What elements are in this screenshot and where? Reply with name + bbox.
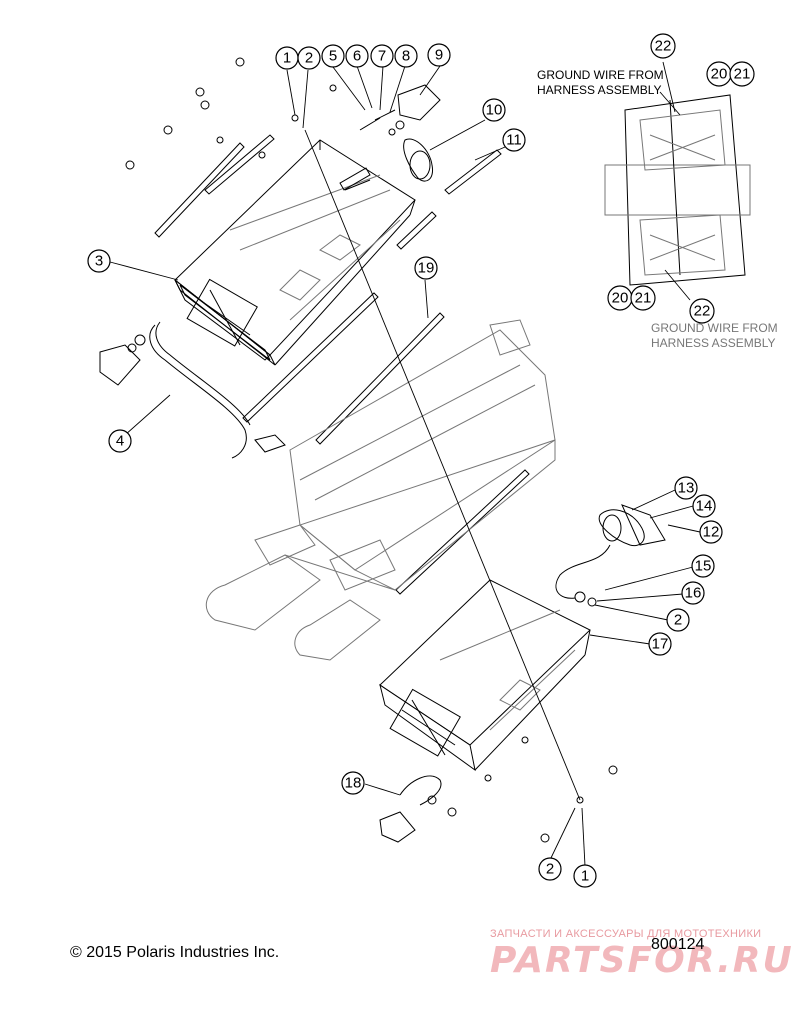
svg-text:1: 1 bbox=[283, 50, 291, 67]
callout-13: 13 bbox=[674, 476, 698, 500]
chassis-frame bbox=[205, 319, 556, 661]
callout-21-bottom: 21 bbox=[630, 285, 656, 311]
svg-text:17: 17 bbox=[652, 636, 669, 653]
callout-2-top: 2 bbox=[297, 46, 321, 70]
callout-2-right: 2 bbox=[666, 608, 690, 632]
svg-text:2: 2 bbox=[546, 861, 554, 878]
svg-text:8: 8 bbox=[402, 48, 410, 65]
callout-14: 14 bbox=[692, 494, 716, 518]
callout-22-bottom: 22 bbox=[689, 298, 715, 324]
callout-20-top: 20 bbox=[706, 61, 732, 87]
callout-21-top: 21 bbox=[729, 61, 755, 87]
callout-15: 15 bbox=[691, 554, 715, 578]
lower-bolts bbox=[447, 736, 618, 843]
callout-17: 17 bbox=[648, 632, 672, 656]
callout-6: 6 bbox=[345, 44, 369, 68]
upper-connector-group bbox=[359, 84, 441, 182]
upper-battery-assembly bbox=[174, 139, 416, 366]
callout-1-bottom: 1 bbox=[573, 864, 597, 888]
ground-inset: GROUND WIRE FROM HARNESS ASSEMBLY GROUND… bbox=[537, 61, 778, 350]
callout-18: 18 bbox=[341, 771, 365, 795]
svg-text:15: 15 bbox=[695, 558, 712, 575]
callout-2-bottom: 2 bbox=[538, 857, 562, 881]
diagram-number: 800124 bbox=[651, 936, 705, 953]
callout-5: 5 bbox=[321, 44, 345, 68]
svg-text:20: 20 bbox=[711, 66, 728, 83]
svg-text:18: 18 bbox=[345, 775, 362, 792]
svg-text:21: 21 bbox=[734, 66, 751, 83]
svg-text:10: 10 bbox=[486, 102, 503, 119]
ground-note-top-line1: GROUND WIRE FROM bbox=[537, 68, 664, 82]
svg-text:4: 4 bbox=[116, 433, 124, 450]
svg-text:6: 6 bbox=[353, 48, 361, 65]
svg-text:19: 19 bbox=[418, 260, 435, 277]
ground-note-bottom-line1: GROUND WIRE FROM bbox=[651, 321, 778, 335]
left-cable bbox=[99, 321, 286, 459]
lower-battery-assembly bbox=[379, 579, 591, 772]
svg-text:3: 3 bbox=[95, 253, 103, 270]
callout-12: 12 bbox=[699, 520, 723, 544]
callout-22-top: 22 bbox=[650, 33, 676, 59]
svg-text:21: 21 bbox=[635, 290, 652, 307]
svg-text:1: 1 bbox=[581, 868, 589, 885]
svg-text:20: 20 bbox=[612, 290, 629, 307]
svg-text:22: 22 bbox=[655, 38, 672, 55]
ground-note-top-line2: HARNESS ASSEMBLY bbox=[537, 83, 662, 97]
callout-3: 3 bbox=[87, 249, 111, 273]
callout-9: 9 bbox=[427, 43, 451, 67]
svg-text:16: 16 bbox=[685, 585, 702, 602]
upper-strips bbox=[154, 134, 530, 595]
callout-4: 4 bbox=[108, 429, 132, 453]
svg-text:2: 2 bbox=[674, 612, 682, 629]
watermark-logo: PARTSFOR.RU bbox=[490, 940, 794, 981]
watermark-caption: ЗАПЧАСТИ И АКСЕССУАРЫ ДЛЯ МОТОТЕХНИКИ bbox=[490, 928, 762, 940]
callout-8: 8 bbox=[394, 44, 418, 68]
callout-11: 11 bbox=[502, 128, 526, 152]
svg-text:22: 22 bbox=[694, 303, 711, 320]
callout-20-bottom: 20 bbox=[607, 285, 633, 311]
svg-text:5: 5 bbox=[329, 48, 337, 65]
callout-19: 19 bbox=[414, 256, 438, 280]
lower-left-cable bbox=[379, 775, 442, 843]
upper-bolts bbox=[125, 57, 337, 170]
copyright-text: © 2015 Polaris Industries Inc. bbox=[70, 944, 280, 961]
svg-text:9: 9 bbox=[435, 47, 443, 64]
lower-connector-group bbox=[555, 504, 666, 607]
svg-text:7: 7 bbox=[378, 48, 386, 65]
svg-text:14: 14 bbox=[696, 498, 713, 515]
callout-16: 16 bbox=[681, 581, 705, 605]
callout-1-top: 1 bbox=[275, 46, 299, 70]
svg-text:11: 11 bbox=[506, 132, 522, 149]
callout-7: 7 bbox=[370, 44, 394, 68]
svg-text:12: 12 bbox=[703, 524, 720, 541]
ground-note-bottom-line2: HARNESS ASSEMBLY bbox=[651, 336, 776, 350]
callout-leaders bbox=[109, 65, 701, 867]
svg-text:13: 13 bbox=[678, 480, 695, 497]
svg-text:2: 2 bbox=[305, 50, 313, 67]
callout-10: 10 bbox=[482, 98, 506, 122]
